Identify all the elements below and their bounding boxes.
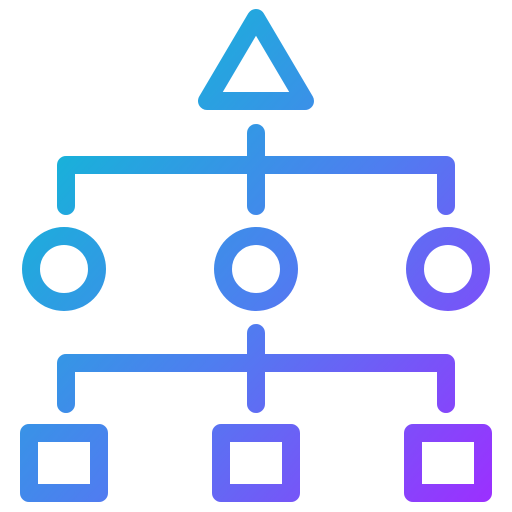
- circle-node-left: [22, 227, 106, 311]
- circle-node-center: [214, 227, 298, 311]
- square-node-center: [212, 424, 300, 502]
- connector-level-1: [57, 124, 455, 215]
- square-node-right: [404, 424, 492, 502]
- root-triangle-node: [198, 9, 314, 110]
- square-node-left: [20, 424, 108, 502]
- circle-node-right: [406, 227, 490, 311]
- connector-level-2: [57, 324, 455, 413]
